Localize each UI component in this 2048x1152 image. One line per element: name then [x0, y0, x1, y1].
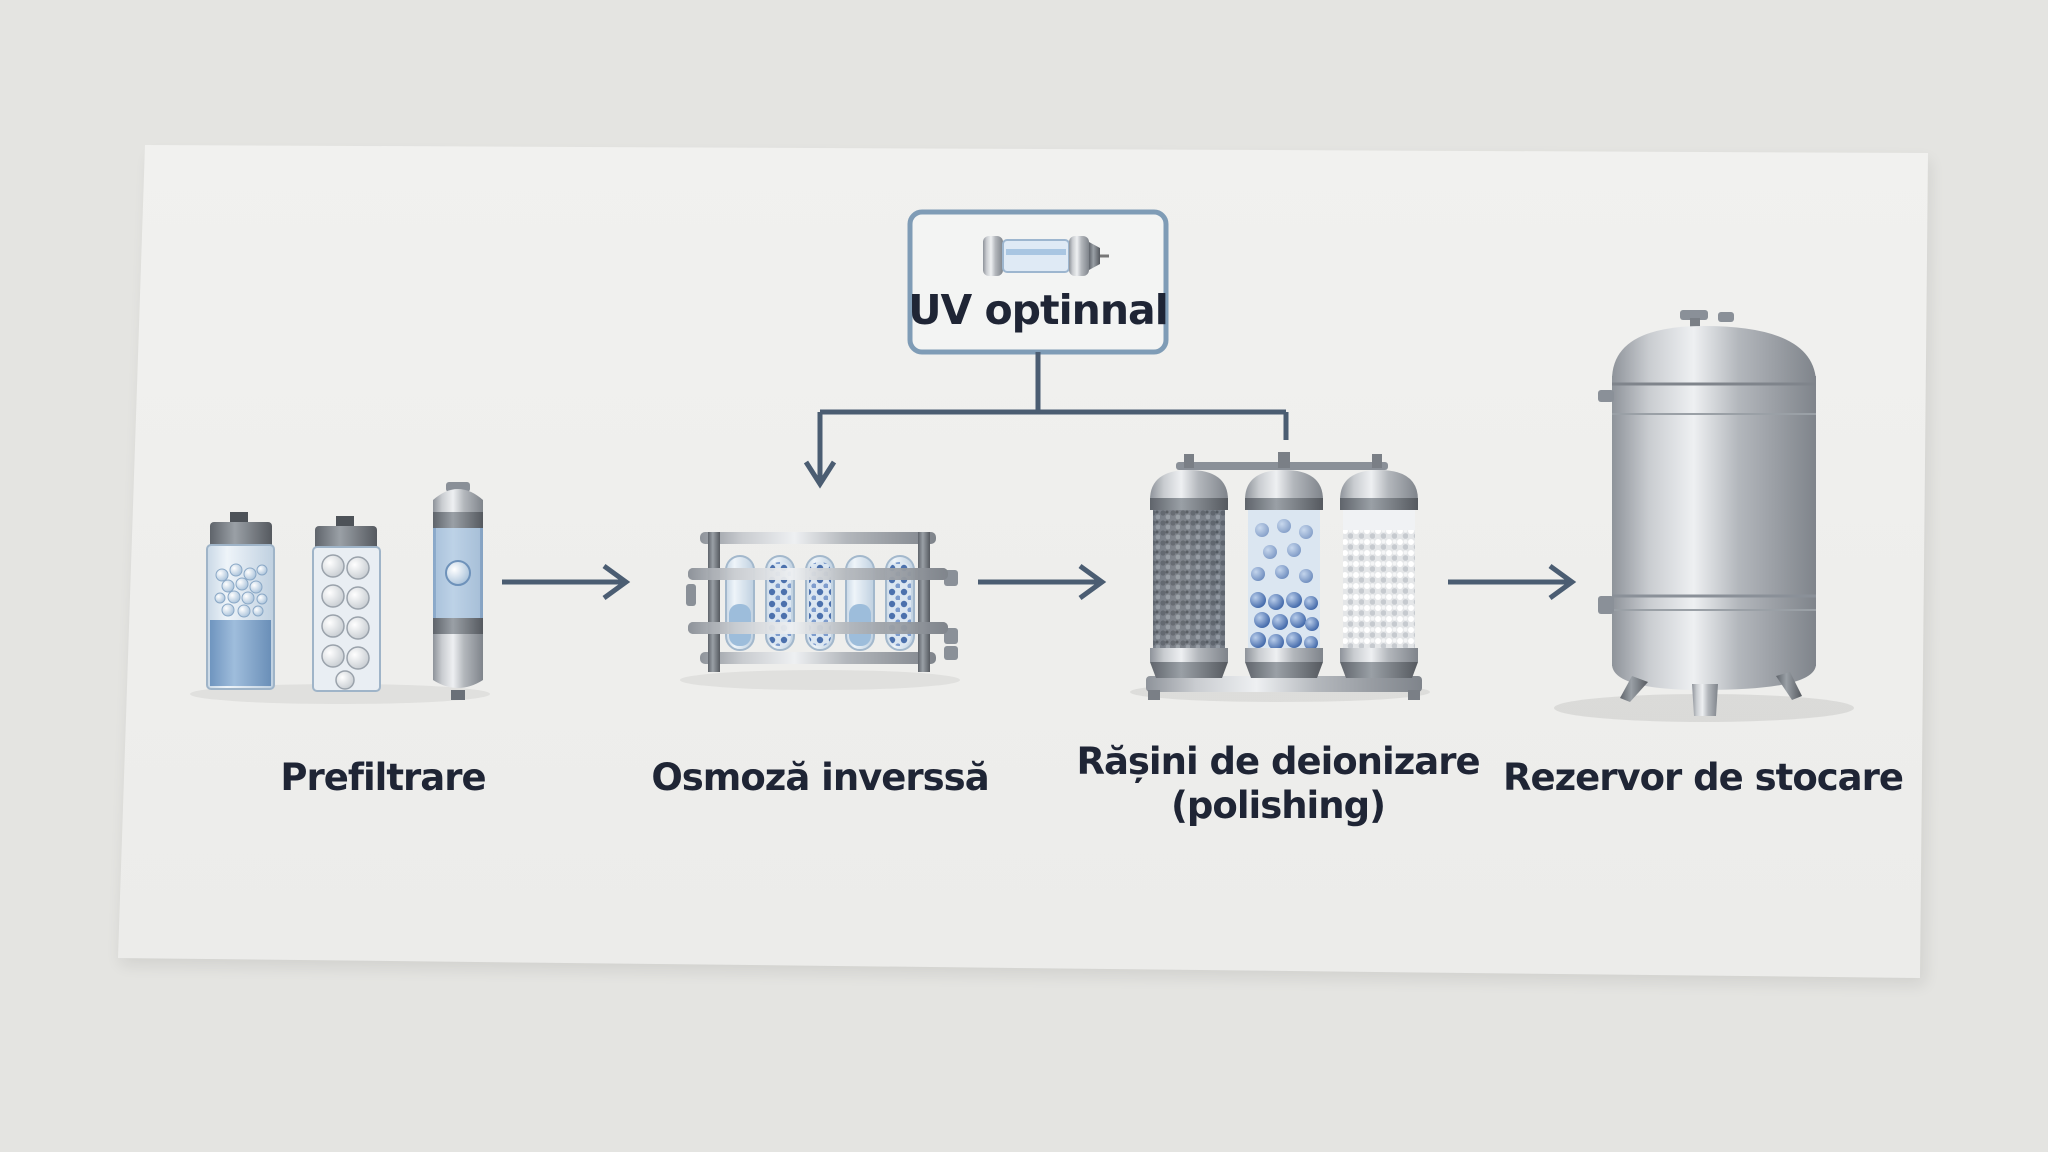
- flow-arrow-1: [502, 563, 631, 601]
- storage-tank-icon: [1554, 310, 1854, 722]
- step-label-prefiltrare: Prefiltrare: [280, 756, 486, 799]
- flow-arrow-3: [1448, 563, 1577, 601]
- step-label-rasini-line2: (polishing): [1171, 784, 1386, 827]
- step-label-rezervor-stocare: Rezervor de stocare: [1503, 756, 1904, 799]
- uv-connector-lines: [803, 352, 1289, 489]
- paper-sheet: [118, 145, 1930, 985]
- reverse-osmosis-membranes-icon: [680, 532, 960, 690]
- prefilter-cartridges-icon: [190, 482, 490, 704]
- step-label-rasini-deionizare: Rășini de deionizare (polishing): [1076, 740, 1480, 828]
- flow-arrow-2: [978, 563, 1107, 601]
- step-label-osmoza-inversa: Osmoză inverssă: [651, 756, 989, 799]
- uv-optional-label: UV optinnal: [908, 286, 1169, 334]
- step-label-rasini-line1: Rășini de deionizare: [1076, 740, 1480, 783]
- deionization-resin-columns-icon: [1130, 452, 1430, 702]
- uv-lamp-icon: [983, 236, 1109, 276]
